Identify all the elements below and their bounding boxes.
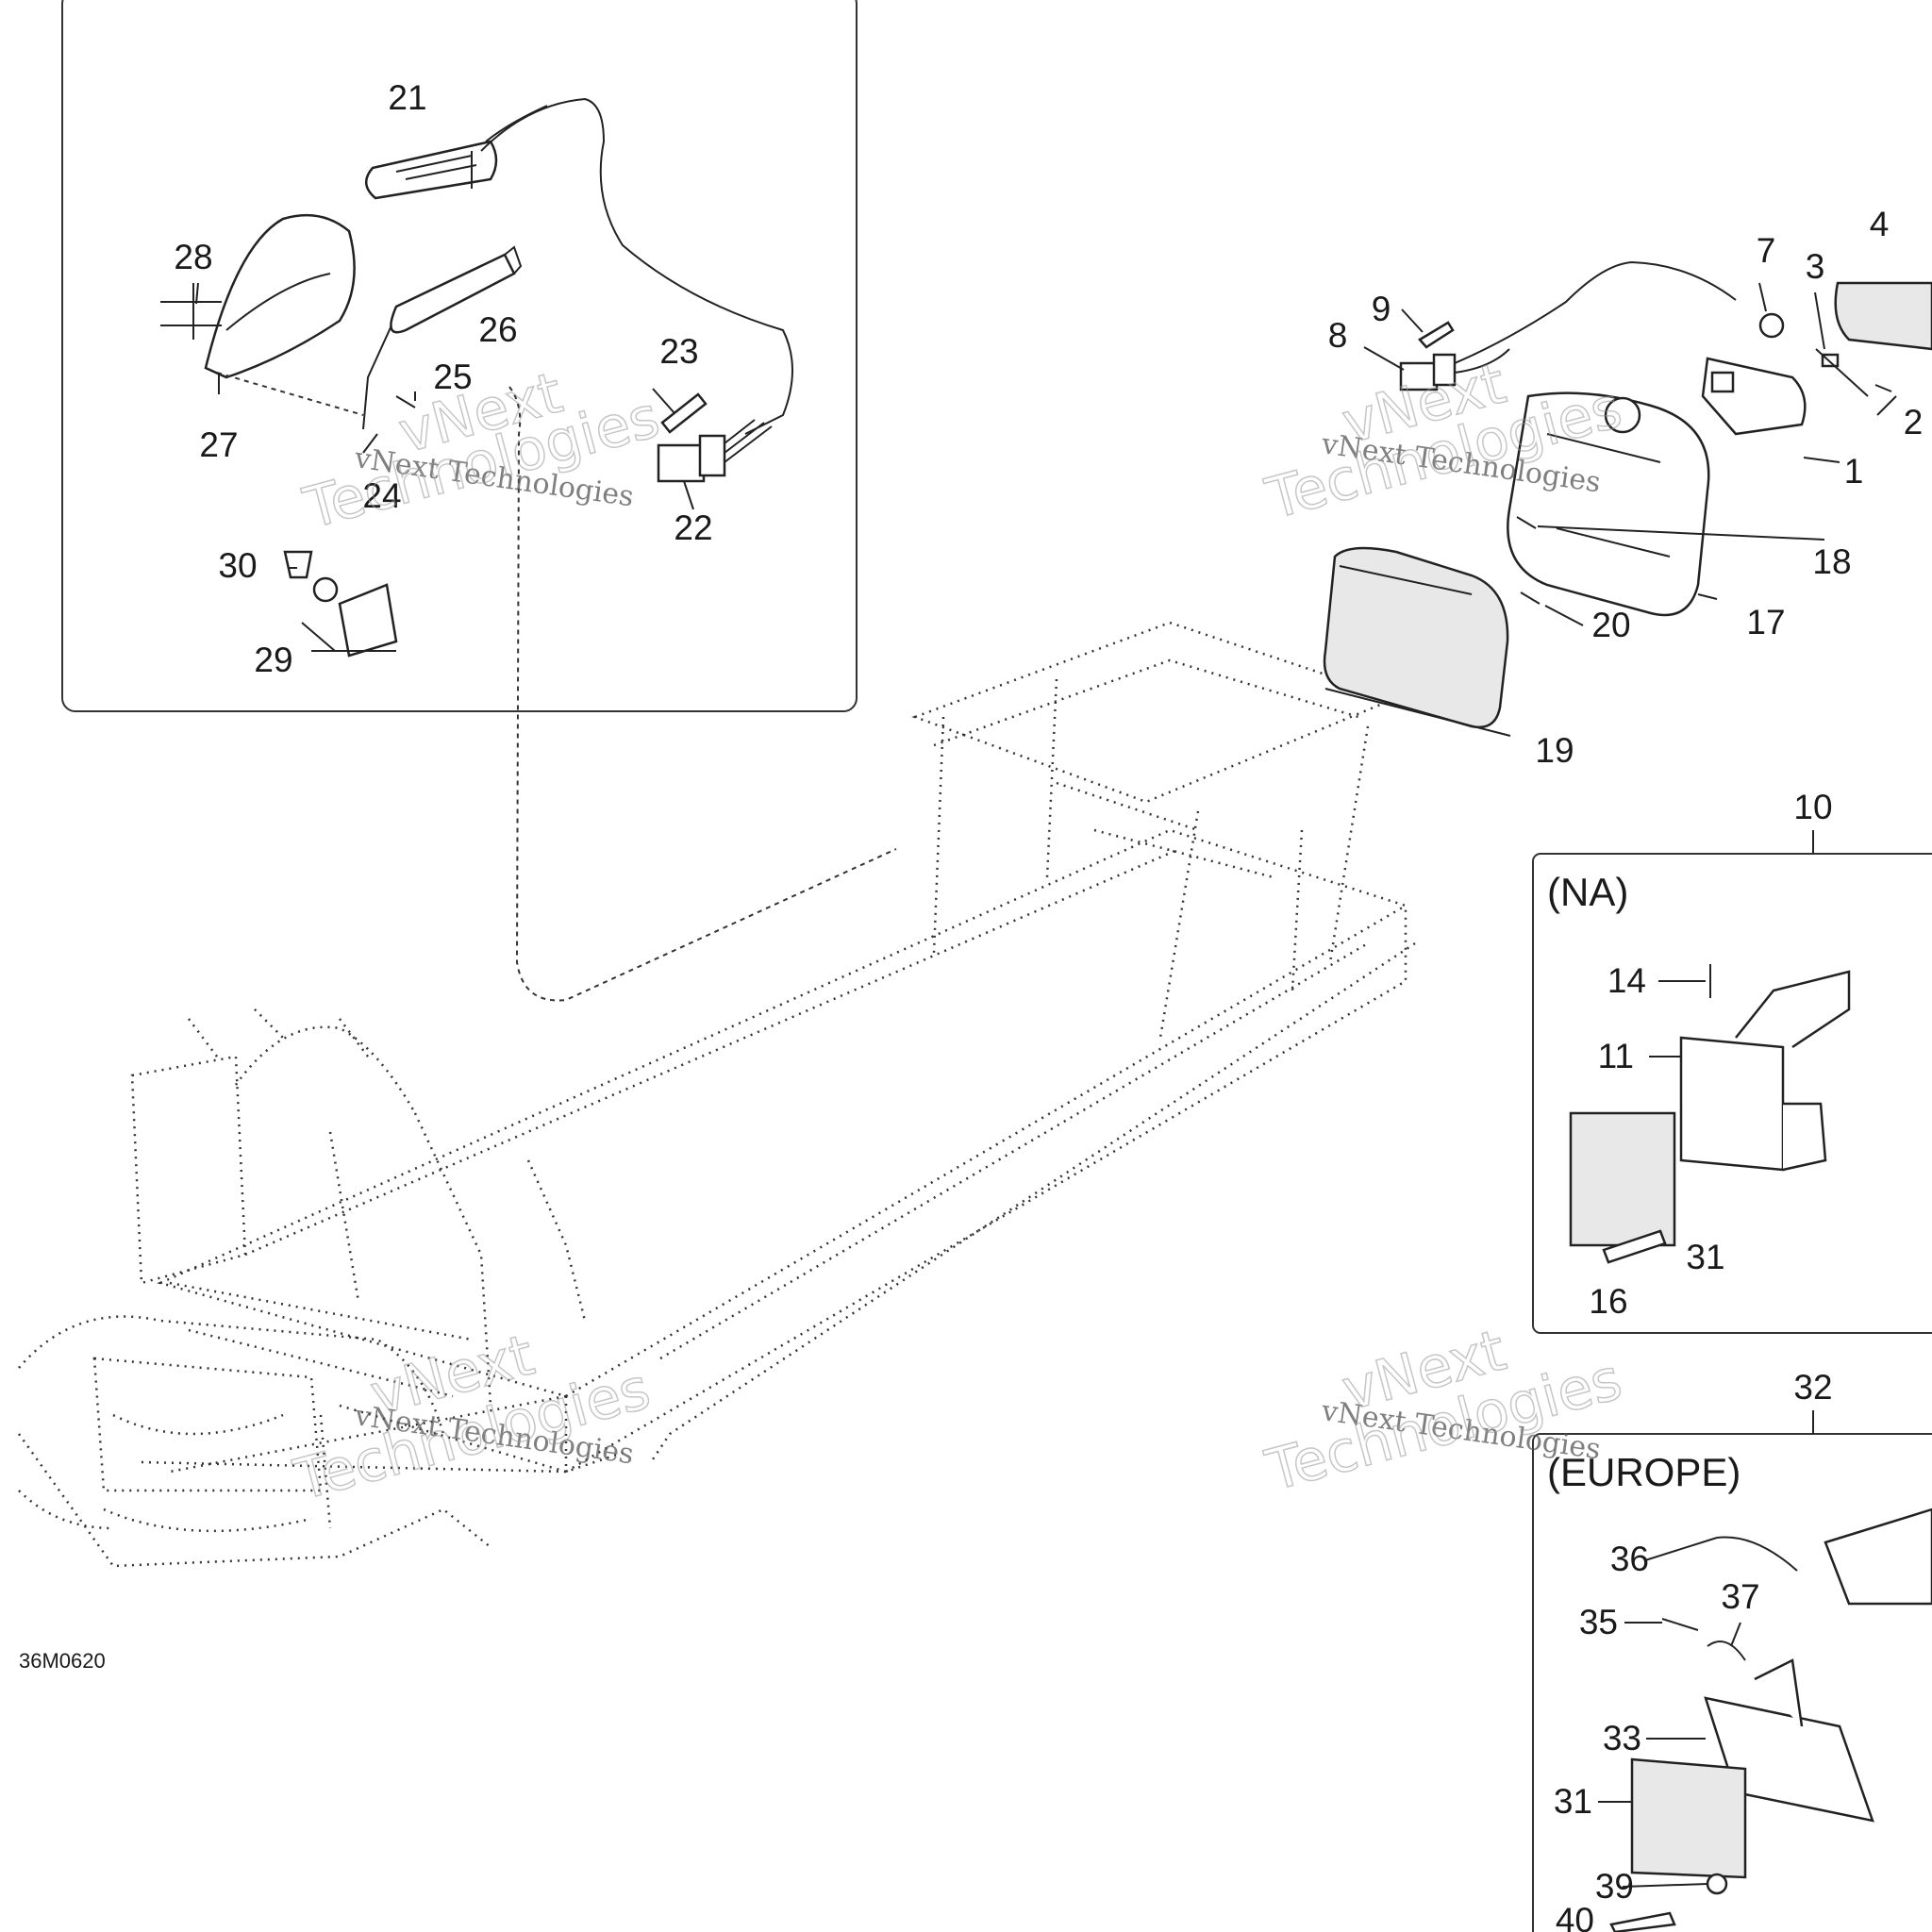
part-label: 14 [1607,961,1646,1000]
part-label: 39 [1595,1867,1634,1906]
part-label: 23 [659,332,698,371]
part-label: 33 [1603,1719,1641,1757]
na-box [1532,853,1932,1334]
part-label: 35 [1579,1603,1618,1641]
heated-grip-21 [365,97,793,435]
part-label: 8 [1328,316,1348,355]
spring-37 [1707,1641,1746,1661]
watermark: vNext Technologies vNext Technologies vN… [287,350,1629,1515]
bulb-cover-4 [1834,281,1932,351]
inset-box [61,0,858,712]
part-label: 10 [1793,788,1832,826]
part-label: 37 [1721,1577,1759,1616]
part-label: 11 [1598,1037,1634,1075]
part-label: 7 [1757,231,1776,270]
bolt-40 [1609,1911,1676,1932]
region-label-na: (NA) [1547,870,1628,914]
part-label: 26 [478,310,517,349]
connector-22 [657,419,773,483]
part-label: 4 [1870,205,1890,243]
clip-36 [1716,1536,1798,1572]
bolt-16 [1602,1229,1667,1264]
part-label: 36 [1610,1540,1649,1578]
chassis-frame [17,621,1416,1568]
clip-28 [160,283,222,340]
screw-18 [1516,516,1537,529]
knob-30 [283,550,313,579]
bracket-11 [1679,970,1851,1172]
part-label: 40 [1556,1901,1594,1932]
part-label: 19 [1535,731,1574,770]
screw-20 [1520,591,1541,605]
screw-2 [1874,384,1892,392]
part-label: 17 [1746,603,1785,641]
part-label: 30 [218,546,257,585]
part-label: 32 [1793,1368,1832,1407]
part-label: 29 [254,641,292,679]
part-label: 2 [1904,403,1924,441]
handlebar-26 [216,245,523,430]
part-label: 9 [1372,290,1391,328]
part-label: 31 [1554,1782,1592,1821]
europe-box [1532,1433,1932,1932]
part-label: 24 [362,476,401,515]
leader-lines [195,151,1897,1888]
spacer-31 [1569,1111,1676,1247]
washer-39 [1706,1873,1728,1895]
part-label: 1 [1844,452,1864,491]
region-label-europe: (EUROPE) [1547,1450,1740,1494]
bulb-socket-1 [1701,357,1807,436]
part-label: 27 [199,425,238,464]
part-label: 3 [1806,247,1825,286]
bracket-33 [1704,1507,1932,1823]
part-label: 25 [433,358,472,396]
part-label: 31 [1686,1238,1724,1276]
part-label: 16 [1589,1282,1627,1321]
lens-19 [1323,546,1509,729]
part-label: 22 [674,508,712,547]
inset-leader [508,386,897,1002]
part-label: 21 [388,78,426,117]
drawing-code: 36M0620 [19,1649,106,1673]
wire-harness-8 [1399,260,1737,391]
part-labels: 1 2 3 4 7 8 9 10 11 14 16 17 18 19 20 21… [174,78,1923,1932]
spacer-31-europe [1630,1757,1747,1879]
part-label: 18 [1812,542,1851,581]
part-label: 28 [174,238,212,276]
part-label: 20 [1591,606,1630,644]
terminal-23 [660,392,708,434]
screw-25 [395,395,416,408]
grommet-7 [1758,312,1785,339]
terminal-9 [1418,321,1455,349]
pin-35 [1661,1618,1699,1631]
switch-29 [301,576,398,658]
tail-light-housing-17 [1507,391,1710,617]
mirror-27 [204,213,356,379]
